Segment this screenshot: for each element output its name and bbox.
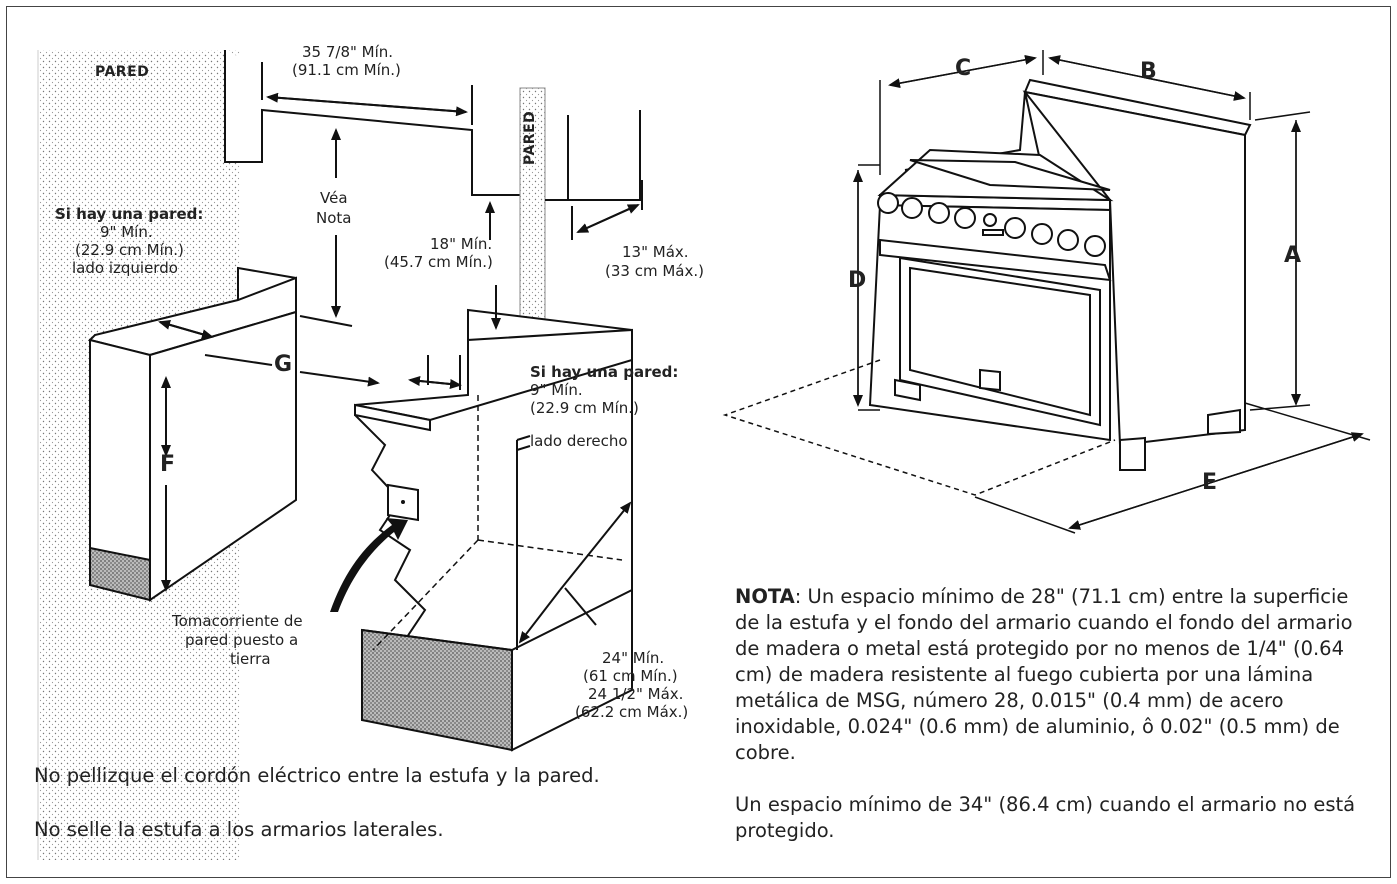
top-width-line-2: (91.1 cm Mín.) <box>292 61 401 79</box>
hidden-lines <box>372 395 623 651</box>
depth-13-line-1: 13" Máx. <box>622 243 689 261</box>
floor-outline <box>722 359 1116 496</box>
outlet-line-1: Tomacorriente de <box>172 612 303 630</box>
outlet-pointer-arrow <box>330 518 408 612</box>
depth-24-line-4: (62.2 cm Máx.) <box>575 703 689 721</box>
vea-line-1: Véa <box>320 189 348 207</box>
right-wall-title: Si hay una pared: <box>530 363 679 381</box>
dimension-d-label: D <box>848 268 867 293</box>
pared-right-label: PARED <box>522 110 538 165</box>
outlet-line-3: tierra <box>230 650 271 668</box>
dimension-a-label: A <box>1284 243 1302 268</box>
nota-text: : Un espacio mínimo de 28" (71.1 cm) ent… <box>735 585 1353 764</box>
range-dimensions <box>853 50 1371 534</box>
nota-paragraph: NOTA: Un espacio mínimo de 28" (71.1 cm)… <box>735 584 1375 766</box>
right-base-cabinet <box>354 308 633 752</box>
nota-paragraph-2: Un espacio mínimo de 34" (86.4 cm) cuand… <box>735 793 1356 842</box>
left-wall-side: lado izquierdo <box>72 259 178 277</box>
dimension-e-label: E <box>1202 470 1218 495</box>
height-18-line-1: 18" Mín. <box>430 235 493 253</box>
upper-cabinet <box>224 50 520 196</box>
depth-24-line-2: (61 cm Mín.) <box>583 667 678 685</box>
pared-left-label: PARED <box>95 64 150 80</box>
left-wall-title: Si hay una pared: <box>55 205 204 223</box>
vea-line-2: Nota <box>316 209 352 227</box>
right-wall-min-cm: (22.9 cm Mín.) <box>530 399 639 417</box>
depth-13-line-2: (33 cm Máx.) <box>605 262 704 280</box>
dimension-arrows <box>158 62 640 644</box>
top-width-line-1: 35 7/8" Mín. <box>302 43 394 61</box>
dimension-b-label: B <box>1140 59 1157 84</box>
depth-24-line-3: 24 1/2" Máx. <box>588 685 684 703</box>
cord-warning: No pellizque el cordón eléctrico entre l… <box>34 764 600 787</box>
wall-outlet <box>387 483 419 522</box>
depth-24-line-1: 24" Mín. <box>602 649 665 667</box>
seal-warning: No selle la estufa a los armarios latera… <box>34 818 444 841</box>
left-wall-min: 9" Mín. <box>100 223 153 241</box>
range-outline <box>868 78 1252 471</box>
dimension-g-label: G <box>274 352 293 377</box>
diagram-frame <box>6 6 1391 878</box>
left-base-cabinet <box>88 266 297 602</box>
right-wall-min: 9" Mín. <box>530 381 583 399</box>
outlet-line-2: pared puesto a <box>185 631 299 649</box>
dimension-c-label: C <box>955 56 972 81</box>
nota-label: NOTA <box>735 585 795 608</box>
left-wall-min-cm: (22.9 cm Mín.) <box>75 241 184 259</box>
range-knobs <box>877 192 1106 257</box>
height-18-line-2: (45.7 cm Mín.) <box>384 253 493 271</box>
right-wall-side: lado derecho <box>530 432 628 450</box>
dimension-f-label: F <box>160 452 176 477</box>
right-upper-cabinet <box>545 110 643 240</box>
